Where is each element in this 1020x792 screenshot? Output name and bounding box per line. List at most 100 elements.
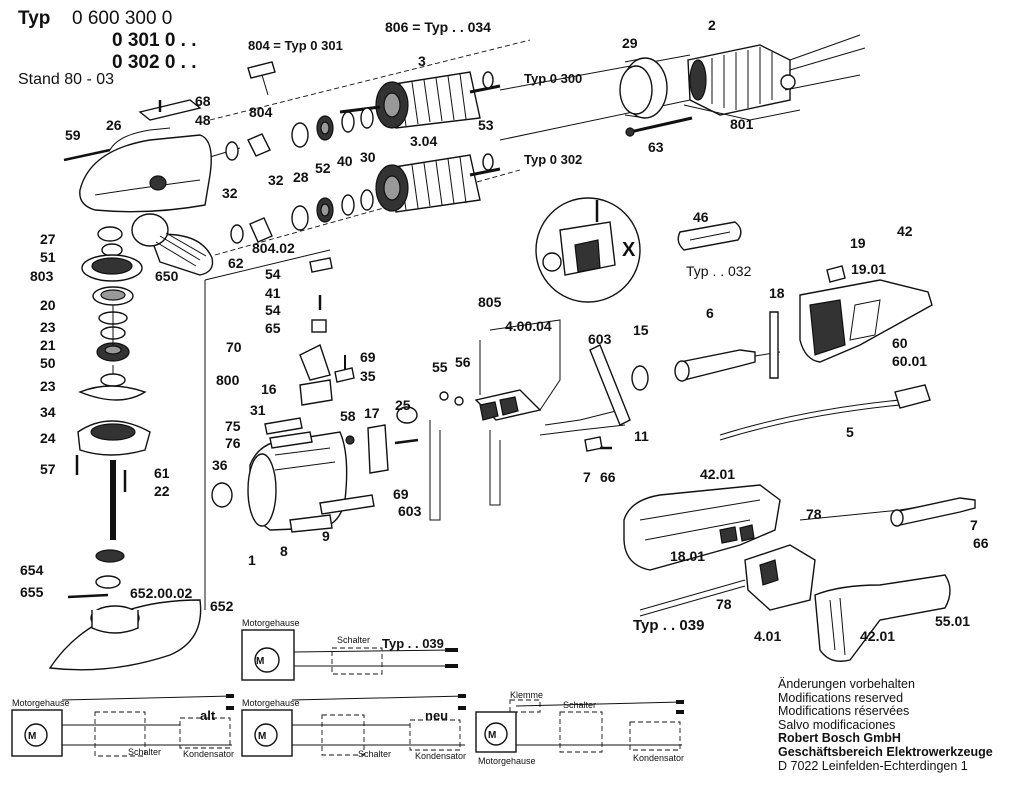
label-typ-034: 806 = Typ . . 034 [385,19,491,35]
label-48: 48 [195,112,211,128]
wiring-motor-label-3: Motorgehause [242,698,300,708]
svg-text:M: M [258,731,266,742]
label-18: 18 [769,285,785,301]
label-56: 56 [455,354,471,370]
label-41: 41 [265,285,281,301]
label-805: 805 [478,294,502,310]
label-1: 1 [248,552,256,568]
brush-holder-parts [299,257,419,474]
label-3-04: 3.04 [410,133,437,149]
label-26: 26 [106,117,122,133]
label-17: 17 [364,405,380,421]
cable-sleeve-part-6 [631,349,781,391]
typ-line-1: 0 600 300 0 [72,8,173,29]
detail-x-circle [535,197,641,303]
spindle-stack [75,226,151,589]
label-53: 53 [478,117,494,133]
side-handle-part-650 [131,213,214,276]
wiring-capacitor-label-3: Kondensator [633,753,684,763]
label-63: 63 [648,139,664,155]
screw-part-63 [625,116,693,137]
label-19-01: 19.01 [851,261,886,277]
motor-housing-part-1 [211,417,375,533]
armature-part-3 [339,71,501,129]
svg-text:M: M [28,731,36,742]
label-42: 42 [897,223,913,239]
wiring-diagram-typ-039: Motorgehause Schalter Typ . . 039 M [241,618,458,681]
label-54-a: 54 [265,266,281,282]
label-9: 9 [322,528,330,544]
label-50: 50 [40,355,56,371]
power-cable-part-5 [719,384,931,441]
label-typ-032: Typ . . 032 [686,263,752,279]
label-78-a: 78 [806,506,822,522]
note-es: Salvo modificaciones [778,717,896,732]
label-66-b: 66 [973,535,989,551]
label-30: 30 [360,149,376,165]
company-address: D 7022 Leinfelden-Echterdingen 1 [778,758,968,773]
label-55-01: 55.01 [935,613,970,629]
label-4-00-04: 4.00.04 [505,318,552,334]
label-typ-039: Typ . . 039 [633,617,704,634]
label-7-b: 7 [970,517,978,533]
label-55: 55 [432,359,448,375]
handle-shell-part-42-01-b [814,574,951,662]
company-name: Robert Bosch GmbH [778,731,901,746]
label-603-a: 603 [398,503,422,519]
note-en: Modifications reserved [778,690,904,705]
svg-text:M: M [488,730,496,741]
wiring-neu-label: neu [425,708,448,723]
label-32-a: 32 [222,185,238,201]
label-57: 57 [40,461,56,477]
label-27: 27 [40,231,56,247]
label-652: 652 [210,598,234,614]
stand-date: Stand 80 - 03 [18,71,115,88]
wiring-diagram-alt: Motorgehause Schalter Kondensator alt M [11,694,234,759]
label-652-00-02: 652.00.02 [130,585,192,601]
switch-part-4-01 [639,544,816,617]
label-typ-0301: 804 = Typ 0 301 [248,38,343,53]
label-42-01-b: 42.01 [860,628,895,644]
label-32-b: 32 [268,172,284,188]
label-31: 31 [250,402,266,418]
label-60: 60 [892,335,908,351]
label-65: 65 [265,320,281,336]
label-28: 28 [293,169,309,185]
label-11: 11 [634,428,649,444]
label-3: 3 [418,53,426,69]
label-29: 29 [622,35,638,51]
label-5: 5 [846,424,854,440]
ring-part-29 [619,57,668,119]
label-4-01: 4.01 [754,628,781,644]
company-division: Geschäftsbereich Elektrowerkzeuge [778,744,993,759]
wiring-capacitor-label-1: Kondensator [183,749,234,759]
wiring-alt-label: alt [200,708,216,723]
label-23-b: 23 [40,378,56,394]
svg-text:M: M [256,656,264,667]
label-804-02: 804.02 [252,240,295,256]
typ-label: Typ [18,8,51,29]
label-800: 800 [216,372,240,388]
label-75: 75 [225,418,241,434]
bearing-row-upper [225,61,374,161]
label-22: 22 [154,483,170,499]
part-labels: 2 29 3 53 801 63 3.04 68 48 26 59 804 32… [20,17,989,644]
wiring-diagram-klemme: Klemme Schalter Kondensator Motorgehause… [475,690,684,766]
label-18-01: 18.01 [670,548,705,564]
label-76: 76 [225,435,241,451]
label-66-a: 66 [600,469,616,485]
label-8: 8 [280,543,288,559]
label-typ-0300: Typ 0 300 [524,71,582,86]
wiring-capacitor-label-2: Kondensator [415,751,466,761]
label-15: 15 [633,322,649,338]
label-68: 68 [195,93,211,109]
wheel-guard-part-652 [48,593,202,671]
label-803: 803 [30,268,54,284]
label-25: 25 [395,397,411,413]
label-24: 24 [40,430,56,446]
typ-line-3: 0 302 0 . . [112,52,197,73]
typ-line-2: 0 301 0 . . [112,30,197,51]
label-69-a: 69 [360,349,376,365]
